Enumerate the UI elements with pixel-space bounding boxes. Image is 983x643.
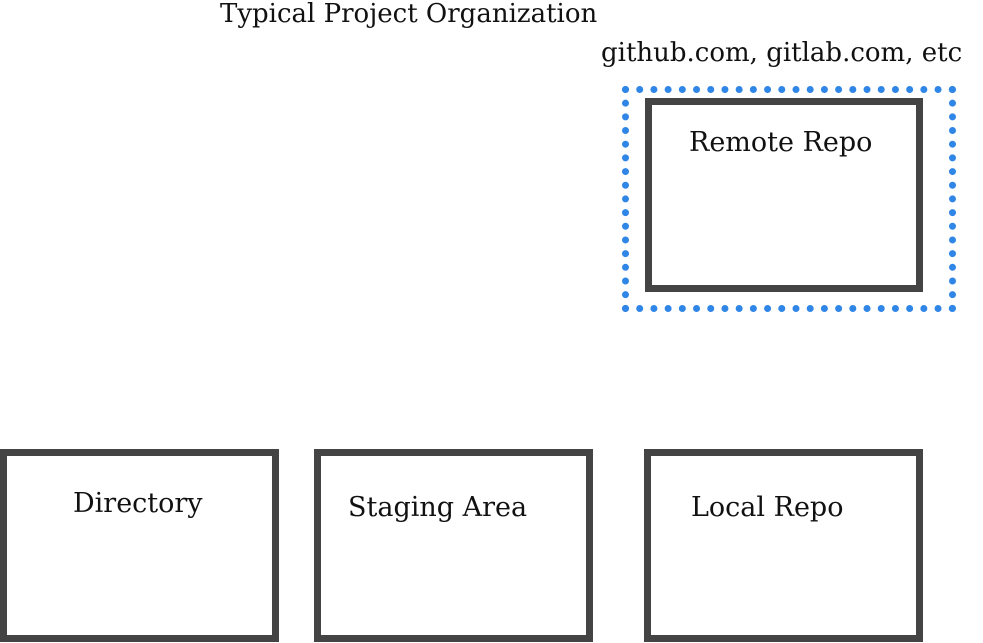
- staging-area-label: Staging Area: [348, 492, 528, 523]
- staging-area-box: Staging Area: [314, 449, 593, 642]
- remote-repo-label: Remote Repo: [689, 127, 873, 158]
- directory-label: Directory: [73, 488, 203, 519]
- local-repo-box: Local Repo: [644, 449, 923, 642]
- remote-host-label: github.com, gitlab.com, etc: [601, 38, 963, 68]
- remote-host-dotted-border: [622, 86, 956, 312]
- directory-box: Directory: [0, 449, 279, 642]
- remote-repo-box: Remote Repo: [645, 98, 923, 292]
- local-repo-label: Local Repo: [691, 492, 844, 523]
- diagram-title: Typical Project Organization: [220, 0, 598, 29]
